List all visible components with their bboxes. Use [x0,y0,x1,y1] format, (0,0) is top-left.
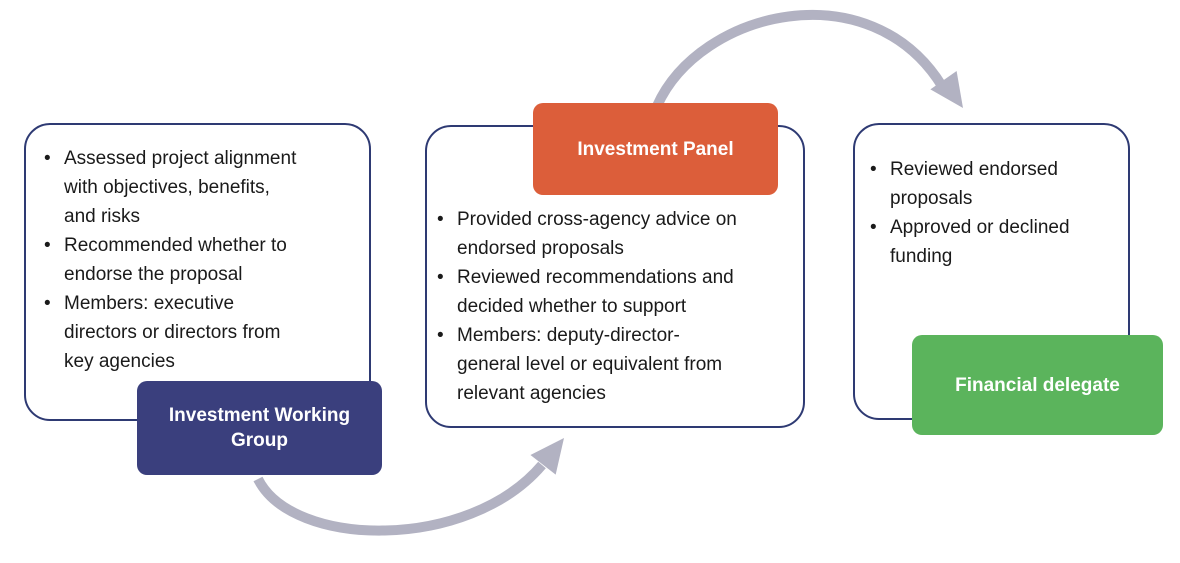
label-text: Financial delegate [955,374,1120,396]
bullet-item: Recommended whether to endorse the propo… [44,231,355,289]
bullet-item: Assessed project alignment with objectiv… [44,144,355,231]
bullet-item: Reviewed endorsed proposals [870,155,1118,213]
label-text: Investment Working Group [168,405,351,451]
label-financial-delegate: Financial delegate [912,335,1163,435]
bullet-list-investment-working-group: Assessed project alignment with objectiv… [26,125,369,376]
bullet-item: Members: deputy-director- general level … [437,321,789,408]
bullet-list-financial-delegate: Reviewed endorsed proposals Approved or … [855,125,1128,271]
bullet-item: Provided cross-agency advice on endorsed… [437,205,789,263]
panel-investment-working-group: Assessed project alignment with objectiv… [24,123,371,421]
label-text: Investment Panel [577,138,734,160]
label-investment-working-group: Investment Working Group [137,381,382,475]
bullet-item: Members: executive directors or director… [44,289,355,376]
label-investment-panel: Investment Panel [533,103,778,195]
bullet-item: Reviewed recommendations and decided whe… [437,263,789,321]
bullet-item: Approved or declined funding [870,213,1118,271]
bullet-list-investment-panel: Provided cross-agency advice on endorsed… [427,127,803,408]
arrow-ip-to-fd-icon [652,9,963,109]
